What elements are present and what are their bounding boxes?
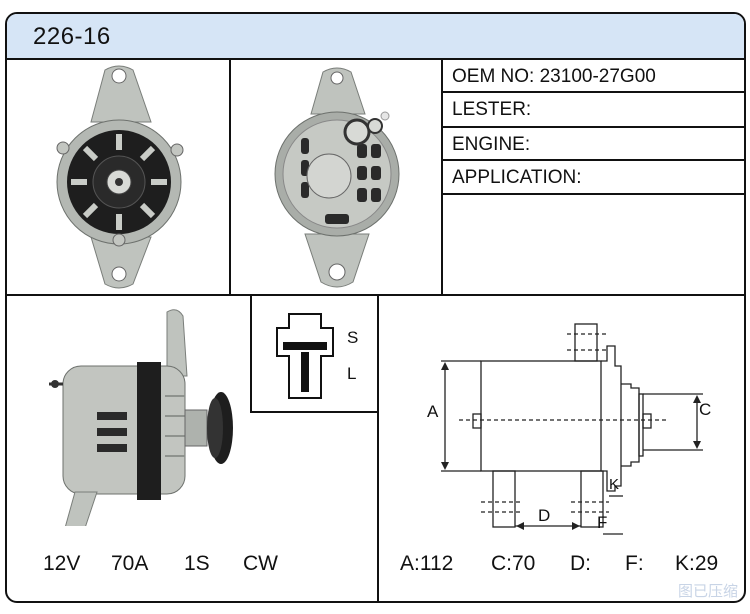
divider (443, 159, 744, 161)
oem-row: OEM NO: 23100-27G00 (443, 60, 744, 93)
dimension-drawing (441, 323, 703, 535)
divider (250, 294, 252, 413)
dim-f-label: F (597, 513, 608, 532)
alternator-side-view (49, 309, 233, 526)
divider (229, 58, 231, 294)
dim-d-label: D (538, 506, 551, 525)
divider (377, 294, 379, 601)
dim-a-value: A:112 (400, 552, 454, 575)
dim-c-value: C:70 (491, 552, 536, 575)
dim-a-label: A (427, 402, 439, 421)
divider (443, 193, 744, 195)
part-number: 226-16 (33, 23, 111, 50)
plug-s-label: S (347, 328, 359, 347)
engine-row: ENGINE: (443, 128, 744, 161)
lester-row: LESTER: (443, 93, 744, 126)
voltage: 12V (43, 552, 81, 575)
oem-number: OEM NO: 23100-27G00 (452, 66, 656, 87)
product-sheet: 226-16 OEM NO: 23100-27G00 LESTER: ENGIN… (5, 12, 746, 603)
application-row: APPLICATION: (443, 161, 744, 194)
rotation: CW (243, 552, 278, 575)
dim-c-label: C (699, 400, 712, 419)
divider (441, 58, 443, 294)
dim-f-value: F: (625, 552, 644, 575)
divider (7, 294, 744, 296)
plug-l-label: L (347, 364, 357, 383)
divider (443, 91, 744, 93)
alternator-rear-view (274, 67, 400, 288)
watermark: 图已压缩 (677, 582, 738, 600)
lester-label: LESTER: (452, 99, 532, 120)
plug-diagram (276, 313, 334, 399)
engine-label: ENGINE: (452, 134, 531, 155)
dim-d-value: D: (570, 552, 591, 575)
dim-k-value: K:29 (675, 552, 719, 575)
divider (250, 411, 379, 413)
header-bar: 226-16 (7, 14, 744, 60)
dim-k-label: K (609, 476, 620, 493)
alternator-front-view (56, 65, 184, 289)
application-label: APPLICATION: (452, 167, 582, 188)
terminals: 1S (184, 552, 210, 575)
divider (443, 126, 744, 128)
amperage: 70A (111, 552, 149, 575)
